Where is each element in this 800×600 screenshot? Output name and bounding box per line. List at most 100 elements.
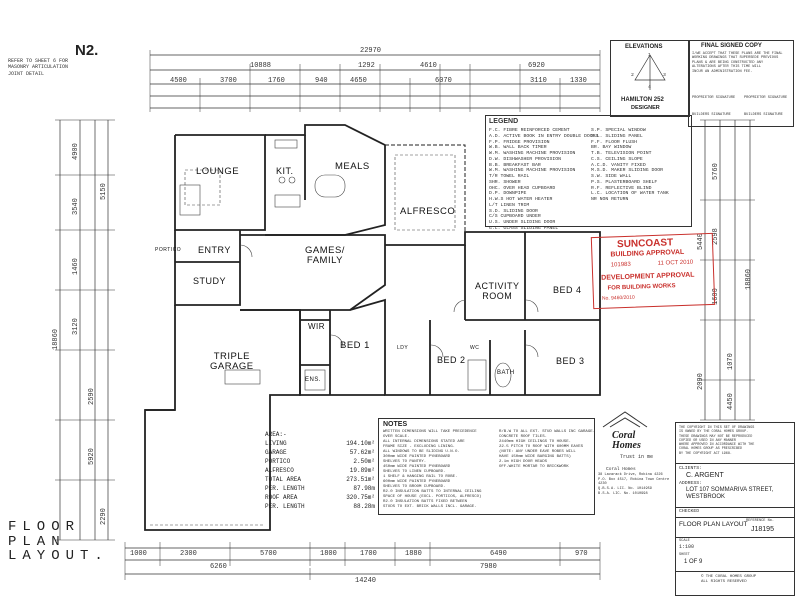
address-line-1: LOT 107 SOMMARIVA STREET, <box>686 487 774 493</box>
dim-bottom-2-7: 970 <box>575 550 588 558</box>
area-label: PORTICO <box>265 458 291 465</box>
dim-top-3-1: 3700 <box>220 77 237 85</box>
area-label: ALFRESCO <box>265 467 294 474</box>
dim-left-total: 18860 <box>52 328 60 350</box>
area-value: 2.50m² <box>353 458 375 465</box>
room-entry: ENTRY <box>198 245 231 255</box>
room-alfresco: ALFRESCO <box>400 206 456 217</box>
address-label: ADDRESS: <box>679 481 703 486</box>
dim-top-2-2: 4610 <box>420 62 437 70</box>
dim-top-total: 22970 <box>360 47 382 55</box>
dim-top-3-4: 4650 <box>350 77 367 85</box>
legend-item: D.W. DISHWASHER PROVISION <box>489 156 561 162</box>
legend-item: C.S. CEILING SLOPE <box>591 156 643 162</box>
legend-item: L.C. LOCATION OF WATER TANK <box>591 191 669 197</box>
dim-left-2: 1460 <box>72 258 80 275</box>
legend-item: R.F. REFLECTIVE BLIND <box>591 185 652 191</box>
divider <box>676 571 794 572</box>
final-signed-panel: FINAL SIGNED COPY I/WE ACCEPT THAT THESE… <box>688 40 794 127</box>
final-signed-body: I/WE ACCEPT THAT THESE PLANS ARE THE FIN… <box>692 52 783 74</box>
reference-number: J18195 <box>751 526 774 533</box>
dim-left-7: 2290 <box>100 508 108 525</box>
area-label: PER. LENGTH <box>265 485 305 492</box>
final-signed-heading: FINAL SIGNED COPY <box>701 43 762 49</box>
brand-address-1: 38 Lavarack Drive, Robina 4226 <box>598 473 663 477</box>
room-wc: WC <box>470 345 480 351</box>
legend-item: F.P. FRIDGE PROVISION <box>489 139 550 145</box>
legend-item: BR. BAY WINDOW <box>591 145 632 151</box>
notes-panel: NOTES WRITTEN DIMENSIONS WILL TAKE PRECE… <box>378 418 595 515</box>
legend-item: W.B. WALL BACK TIMER <box>489 145 547 151</box>
legend-item: M.S.D. MAKER SLIDING DOOR <box>591 168 663 174</box>
room-bed-3: BED 3 <box>556 356 585 366</box>
divider <box>676 517 794 518</box>
legend-item: S.P. SPECIAL WINDOW <box>591 128 646 133</box>
legend-right-col: S.P. SPECIAL WINDOW S.L. SLIDING PANEL F… <box>591 128 669 203</box>
floor-plan-title: FLOOR PLAN LAYOUT. <box>8 520 109 564</box>
dim-bottom-2-3: 1800 <box>320 550 337 558</box>
dim-left-1: 3540 <box>72 198 80 215</box>
dim-top-3-0: 4500 <box>170 77 187 85</box>
room-games-family: GAMES/ FAMILY <box>305 245 345 267</box>
sheet-code: N2. <box>75 42 99 59</box>
elevations-panel: ELEVATIONS 1 2 3 4 HAMILTON 252 DESIGNER <box>610 40 690 117</box>
area-label: PER. LENGTH <box>265 503 305 510</box>
room-ens: ENS. <box>305 377 322 383</box>
legend-item: T.B. TELEVISION POINT <box>591 151 652 156</box>
elevation-mark-3: 3 <box>663 73 666 78</box>
room-wir: WIR <box>308 322 326 331</box>
legend-item: NR NON RETURN <box>591 197 629 202</box>
room-bath: BATH <box>497 370 515 376</box>
legend-item: SHR. SHOWER <box>489 179 521 185</box>
room-bed-2: BED 2 <box>437 355 466 365</box>
dim-bottom-total: 14240 <box>355 577 377 585</box>
area-row: PORTICO 2.50m² <box>265 457 375 466</box>
stamp-building-approval: BUILDING APPROVAL <box>610 248 685 259</box>
legend-item: A.D. ACTIVE BOOK IN ENTRY DOUBLE DOORS <box>489 133 599 139</box>
dim-right-4: 4450 <box>727 393 735 410</box>
area-label: ROOF AREA <box>265 494 298 501</box>
elevation-mark-2: 2 <box>631 73 634 78</box>
title-block: THE COPYRIGHT IN THIS SET OF DRAWINGS IS… <box>675 422 795 596</box>
scale-label: SCALE <box>679 539 690 543</box>
builders-signature-2: BUILDERS SIGNATURE <box>744 113 783 117</box>
dim-top-2-3: 6920 <box>528 62 545 70</box>
notes-body: WRITTEN DIMENSIONS WILL TAKE PRECEDENCE … <box>383 430 482 509</box>
area-value: 19.89m² <box>349 467 375 474</box>
approval-stamp: SUNCOAST BUILDING APPROVAL 101983 11 OCT… <box>590 232 716 310</box>
notes-heading: NOTES <box>383 421 408 428</box>
dim-bottom-2-6: 6490 <box>490 550 507 558</box>
legend-item: S.L. SLIDING PANEL <box>591 133 643 139</box>
dim-bottom-1-1: 7980 <box>480 563 497 571</box>
area-value: 194.10m² <box>346 440 375 447</box>
legend-left-col: F.C. FIBRE REINFORCED CEMENT A.D. ACTIVE… <box>489 128 598 232</box>
dim-bottom-2-2: 5700 <box>260 550 277 558</box>
drawing-title: FLOOR PLAN LAYOUT <box>679 521 748 528</box>
brand-address-2: P.O. Box 4517, Robina Town Centre 4230 <box>598 478 670 487</box>
legend-heading: LEGEND <box>489 118 519 125</box>
house-designer: DESIGNER <box>631 105 660 111</box>
dim-bottom-2-0: 1000 <box>130 550 147 558</box>
legend-panel: LEGEND F.C. FIBRE REINFORCED CEMENT A.D.… <box>485 115 692 231</box>
legend-item: S.D. SLIDING DOOR <box>489 208 538 214</box>
house-model: HAMILTON 252 <box>621 97 664 103</box>
area-label: TOTAL AREA <box>265 476 302 483</box>
title-line-3: LAYOUT. <box>8 548 109 565</box>
stamp-dev-number: No. 9460/2010 <box>601 294 635 302</box>
room-triple-garage: TRIPLE GARAGE <box>210 351 254 373</box>
dim-bottom-2-5: 1880 <box>405 550 422 558</box>
brand-tagline: Trust in me <box>620 454 654 460</box>
dim-top-3-3: 940 <box>315 77 328 85</box>
divider <box>676 537 794 538</box>
dim-top-3-6: 3110 <box>530 77 547 85</box>
stamp-number: 101983 <box>610 261 631 269</box>
dim-left-6: 5150 <box>100 183 108 200</box>
brand-panel: Coral Homes Trust in me Coral Homes 38 L… <box>596 415 676 515</box>
copyright-notice: THE COPYRIGHT IN THIS SET OF DRAWINGS IS… <box>679 426 755 456</box>
clients-label: CLIENTS: <box>679 466 703 471</box>
legend-item: W.M. WASHING MACHINE PROVISION <box>489 151 576 156</box>
reference-label: REFERENCE No. <box>746 519 775 523</box>
checked-label: CHECKED <box>679 509 700 514</box>
legend-item: H.W.S HOT WATER HEATER <box>489 197 553 202</box>
